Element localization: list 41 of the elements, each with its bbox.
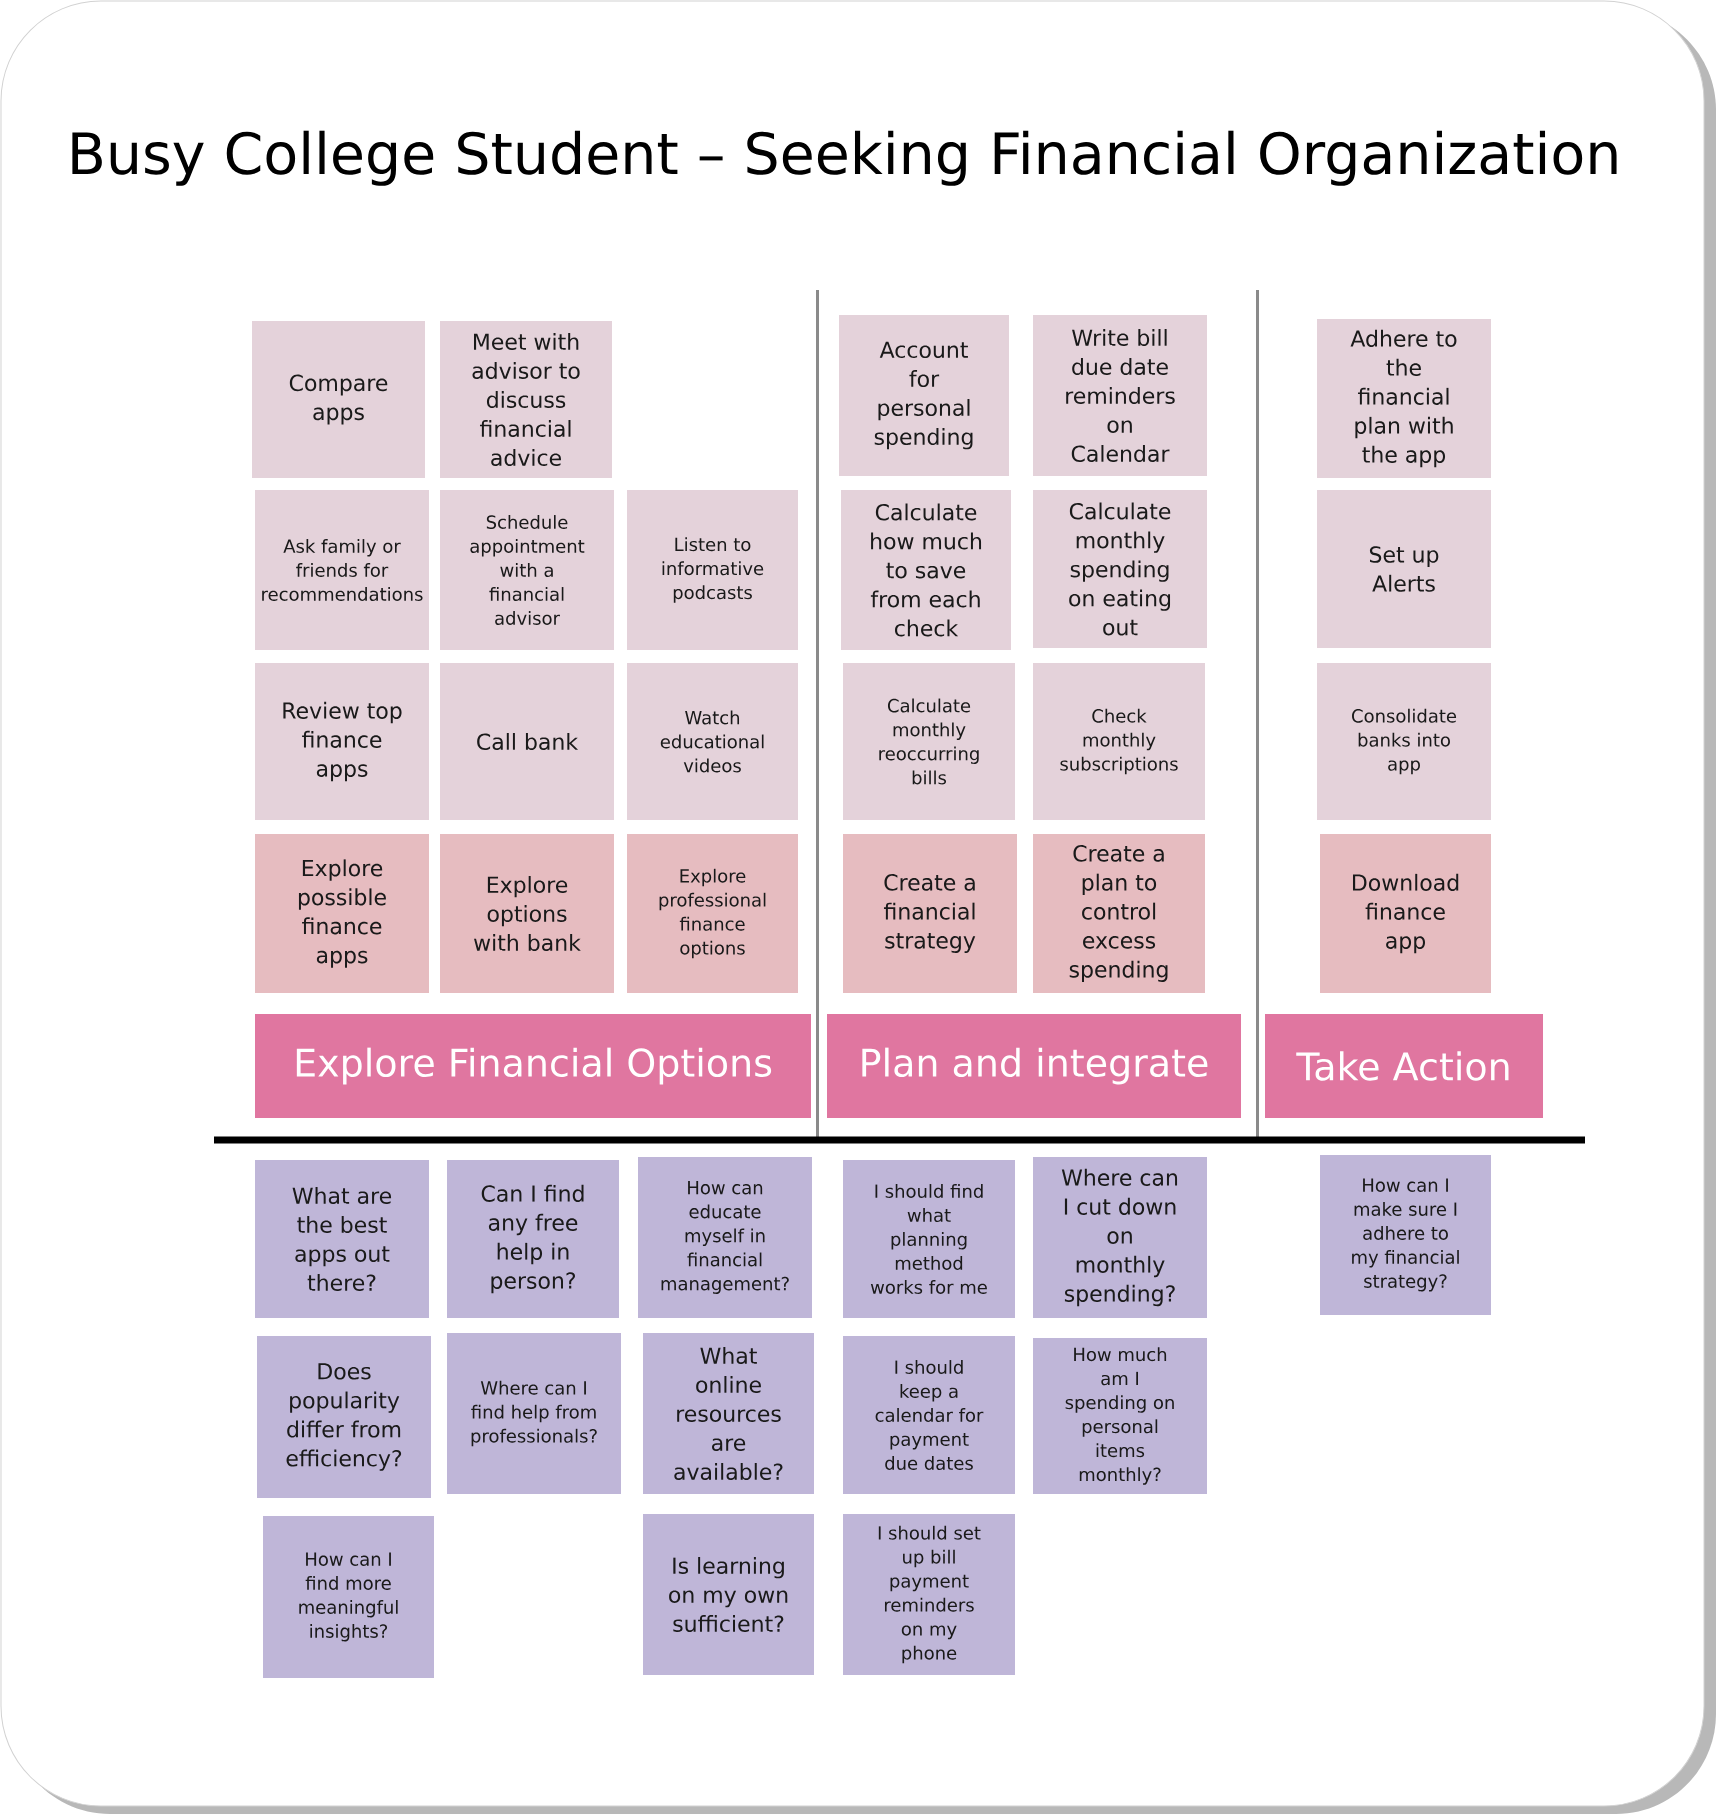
sticky-note: Ask family or friends for recommendations <box>255 490 429 650</box>
sticky-note: Where can I find help from professionals? <box>447 1333 621 1494</box>
phase-banner: Take Action <box>1265 1014 1543 1118</box>
sticky-note: How can I make sure I adhere to my financial strategy? <box>1320 1155 1491 1315</box>
sticky-note: Create a plan to control excess spending <box>1033 834 1205 993</box>
phase-banner: Explore Financial Options <box>255 1014 811 1118</box>
sticky-note: I should keep a calendar for payment due dates <box>843 1336 1015 1494</box>
sticky-note: Schedule appointment with a financial advisor <box>440 490 614 650</box>
sticky-note: Watch educational videos <box>627 663 798 820</box>
sticky-note: Consolidate banks into app <box>1317 663 1491 820</box>
sticky-note: Meet with advisor to discuss financial advice <box>440 321 612 478</box>
sticky-note: How can I find more meaningful insights? <box>263 1516 434 1678</box>
sticky-note: Call bank <box>440 663 614 820</box>
sticky-note: Does popularity differ from efficiency? <box>257 1336 431 1498</box>
sticky-note: Explore possible finance apps <box>255 834 429 993</box>
sticky-note: What are the best apps out there? <box>255 1160 429 1318</box>
sticky-note: How much am I spending on personal items monthly? <box>1033 1338 1207 1494</box>
sticky-note: How can educate myself in financial management? <box>638 1157 812 1318</box>
sticky-note: Can I find any free help in person? <box>447 1160 619 1318</box>
sticky-note: Adhere to the financial plan with the app <box>1317 319 1491 478</box>
sticky-note: Listen to informative podcasts <box>627 490 798 650</box>
sticky-note: What online resources are available? <box>643 1333 814 1494</box>
sticky-note: Calculate monthly spending on eating out <box>1033 490 1207 648</box>
phase-banner: Plan and integrate <box>827 1014 1241 1118</box>
sticky-note: I should set up bill payment reminders on my phone <box>843 1514 1015 1675</box>
sticky-note: Check monthly subscriptions <box>1033 663 1205 820</box>
sticky-note: Where can I cut down on monthly spending? <box>1033 1157 1207 1318</box>
sticky-note: Account for personal spending <box>839 315 1009 476</box>
sticky-note: Explore options with bank <box>440 834 614 993</box>
sticky-note: Write bill due date reminders on Calendar <box>1033 315 1207 476</box>
sticky-note: Create a financial strategy <box>843 834 1017 993</box>
sticky-note: Calculate monthly reoccurring bills <box>843 663 1015 820</box>
sticky-note: Review top finance apps <box>255 663 429 820</box>
title: Busy College Student – Seeking Financial Organization <box>72 130 1617 186</box>
sticky-note: Set up Alerts <box>1317 490 1491 648</box>
sticky-note: Compare apps <box>252 321 425 478</box>
sticky-note: Is learning on my own sufficient? <box>643 1514 814 1675</box>
sticky-note: I should find what planning method works for me <box>843 1160 1015 1318</box>
sticky-note: Explore professional finance options <box>627 834 798 993</box>
sticky-note: Download finance app <box>1320 834 1491 993</box>
sticky-note: Calculate how much to save from each check <box>841 490 1011 650</box>
